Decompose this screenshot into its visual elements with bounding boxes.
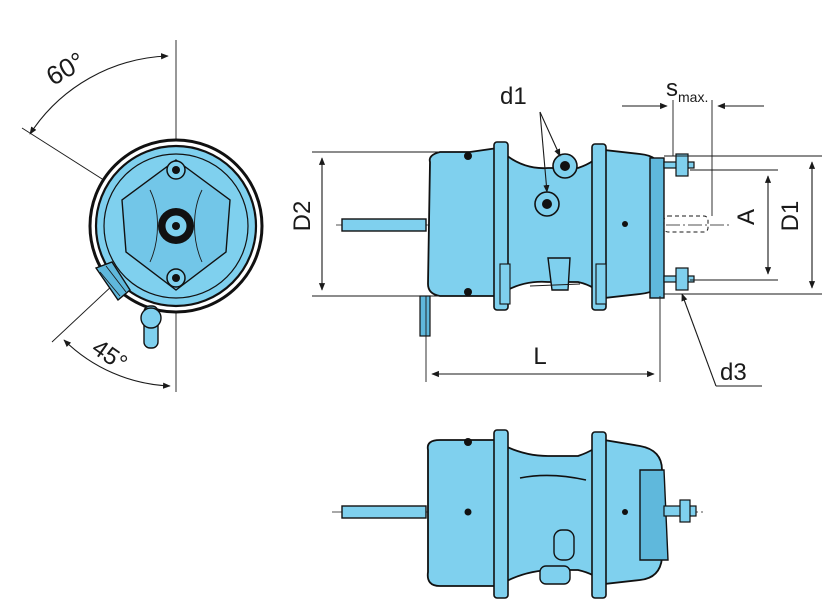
smax-subscript: max. bbox=[678, 89, 708, 105]
side-view: D2 D1 A L smax. d1 d3 bbox=[289, 75, 822, 387]
body-bolt-bottom bbox=[464, 288, 472, 296]
end-view-clamp bbox=[94, 261, 131, 302]
drain-fitting bbox=[547, 257, 571, 291]
body-bolt-center bbox=[622, 221, 628, 227]
top-view-stud-nut bbox=[679, 499, 691, 523]
d1-leader-lower bbox=[539, 111, 550, 193]
a-label: A bbox=[733, 209, 760, 225]
top-view-bolt-top bbox=[464, 438, 472, 446]
d1-label: d1 bbox=[500, 83, 527, 110]
end-view-hub-center bbox=[172, 222, 180, 230]
d2-label: D2 bbox=[289, 201, 316, 232]
smax-main: s bbox=[666, 75, 678, 102]
end-view-top-bolt-hole bbox=[172, 166, 180, 174]
end-view-bottom-bolt-hole bbox=[172, 274, 180, 282]
d1-leader-upper bbox=[539, 111, 561, 157]
side-view-bracket bbox=[419, 295, 431, 337]
drain-fitting-edge bbox=[529, 283, 581, 287]
upper-stud-nut bbox=[675, 153, 689, 177]
retracted-rod-hidden-line bbox=[663, 215, 709, 233]
top-view-slot bbox=[519, 474, 587, 481]
top-view-flange-right bbox=[591, 431, 607, 599]
push-rod bbox=[341, 218, 427, 232]
body-bolt-top bbox=[464, 152, 472, 160]
l-label: L bbox=[533, 343, 546, 370]
angle-45-label: 45° bbox=[87, 334, 132, 377]
top-view bbox=[332, 429, 706, 599]
end-view-port-fitting bbox=[140, 307, 162, 329]
top-view-bolt-right bbox=[622, 509, 628, 515]
d3-leader-diagonal bbox=[681, 293, 717, 387]
thread-bolt-left bbox=[499, 263, 511, 305]
smax-label: smax. bbox=[666, 75, 708, 105]
end-view-inner-ring bbox=[103, 153, 249, 299]
top-view-end-cap bbox=[639, 469, 669, 561]
angle-45-arc bbox=[63, 339, 171, 389]
d3-label: d3 bbox=[720, 359, 747, 386]
top-view-push-rod bbox=[341, 505, 427, 519]
end-view: 60° 45° bbox=[21, 40, 264, 392]
top-view-port-fitting bbox=[553, 529, 575, 561]
angle-60-label: 60° bbox=[41, 46, 90, 92]
lower-stud-nut bbox=[675, 267, 689, 291]
port-lower-hole bbox=[542, 199, 552, 209]
d1-upper-label: D1 bbox=[777, 201, 804, 232]
angle-60-arc bbox=[29, 53, 169, 135]
port-upper-hole bbox=[560, 161, 570, 171]
end-view-clamp-thread bbox=[99, 265, 127, 297]
side-view-end-cap bbox=[649, 157, 665, 299]
top-view-flange-left bbox=[493, 429, 509, 599]
thread-bolt-right bbox=[595, 263, 607, 305]
end-view-plate-ribs bbox=[149, 189, 203, 263]
top-view-port-elbow bbox=[539, 565, 571, 585]
top-view-bolt-center bbox=[464, 508, 472, 516]
